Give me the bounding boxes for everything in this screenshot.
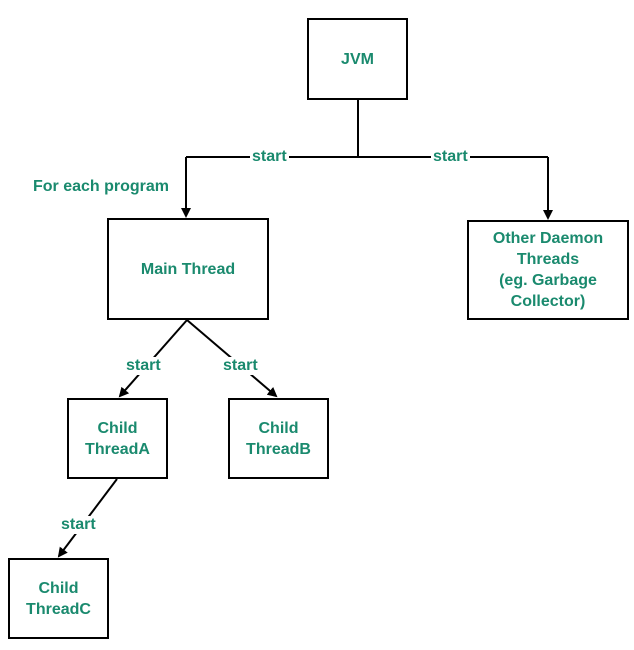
- edge-label-jvm-to-daemon: start: [431, 148, 470, 166]
- edge-label-main-to-child-a: start: [124, 357, 163, 375]
- node-main-thread: Main Thread: [107, 218, 269, 320]
- annotation-for-each-program: For each program: [33, 178, 170, 195]
- edge-label-child-a-to-child-c: start: [59, 516, 98, 534]
- node-child-thread-a: Child ThreadA: [67, 398, 168, 479]
- edge-label-main-to-child-b: start: [221, 357, 260, 375]
- edge-label-jvm-to-main: start: [250, 148, 289, 166]
- node-child-thread-c: Child ThreadC: [8, 558, 109, 639]
- node-jvm: JVM: [307, 18, 408, 100]
- node-other-daemon-threads: Other Daemon Threads (eg. Garbage Collec…: [467, 220, 629, 320]
- node-child-thread-b: Child ThreadB: [228, 398, 329, 479]
